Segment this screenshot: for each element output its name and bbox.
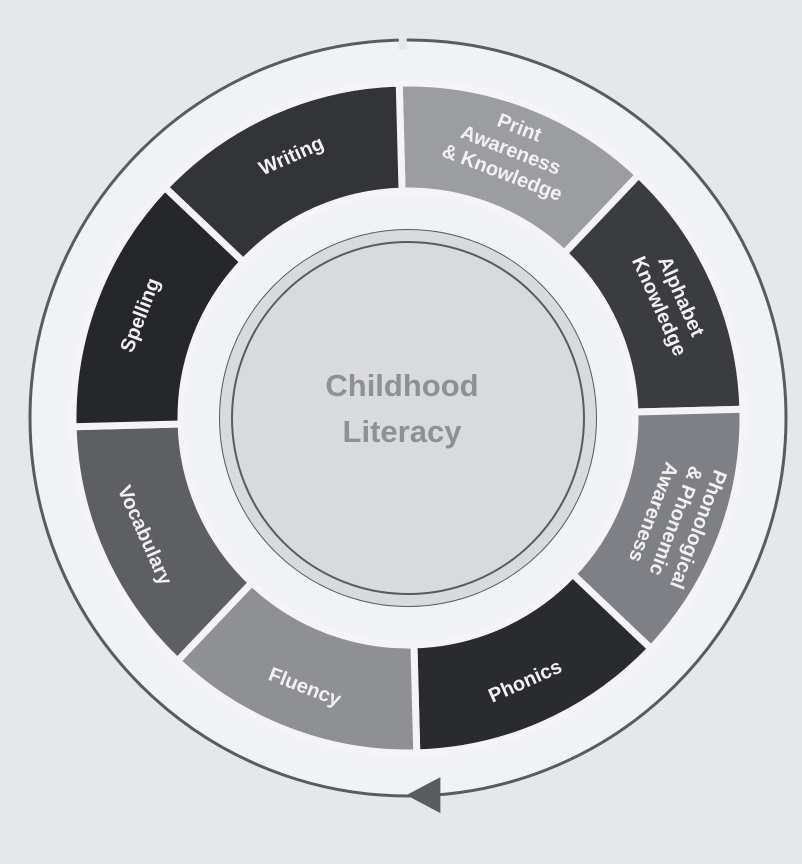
ring-gap bbox=[398, 30, 407, 51]
segment-shape bbox=[160, 79, 406, 267]
center-hub: Childhood Literacy bbox=[220, 230, 596, 606]
band-tab bbox=[189, 452, 258, 554]
band-tab bbox=[187, 292, 252, 394]
band-tab bbox=[432, 197, 534, 262]
segment-alphabet-knowledge: AlphabetKnowledge bbox=[559, 170, 747, 416]
cycle-arrow-icon bbox=[406, 777, 441, 814]
band-tab bbox=[282, 574, 384, 639]
center-title-line-2: Literacy bbox=[343, 414, 463, 449]
segment-phonics: Phonics bbox=[410, 569, 656, 757]
segment-writing: Writing bbox=[160, 79, 406, 267]
center-title-line-1: Childhood bbox=[325, 368, 478, 403]
band-tab bbox=[442, 568, 544, 637]
center-circle-outline bbox=[231, 241, 585, 595]
band-tab bbox=[564, 442, 629, 544]
band-tab bbox=[558, 282, 627, 384]
band-tab bbox=[272, 199, 374, 268]
center-circle bbox=[220, 230, 596, 606]
segments-group: PrintAwareness& KnowledgeAlphabetKnowled… bbox=[69, 79, 747, 757]
segment-print-awareness: PrintAwareness& Knowledge bbox=[395, 79, 644, 259]
segment-phonological-awareness: Phonological& PhonemicAwareness bbox=[567, 405, 747, 654]
